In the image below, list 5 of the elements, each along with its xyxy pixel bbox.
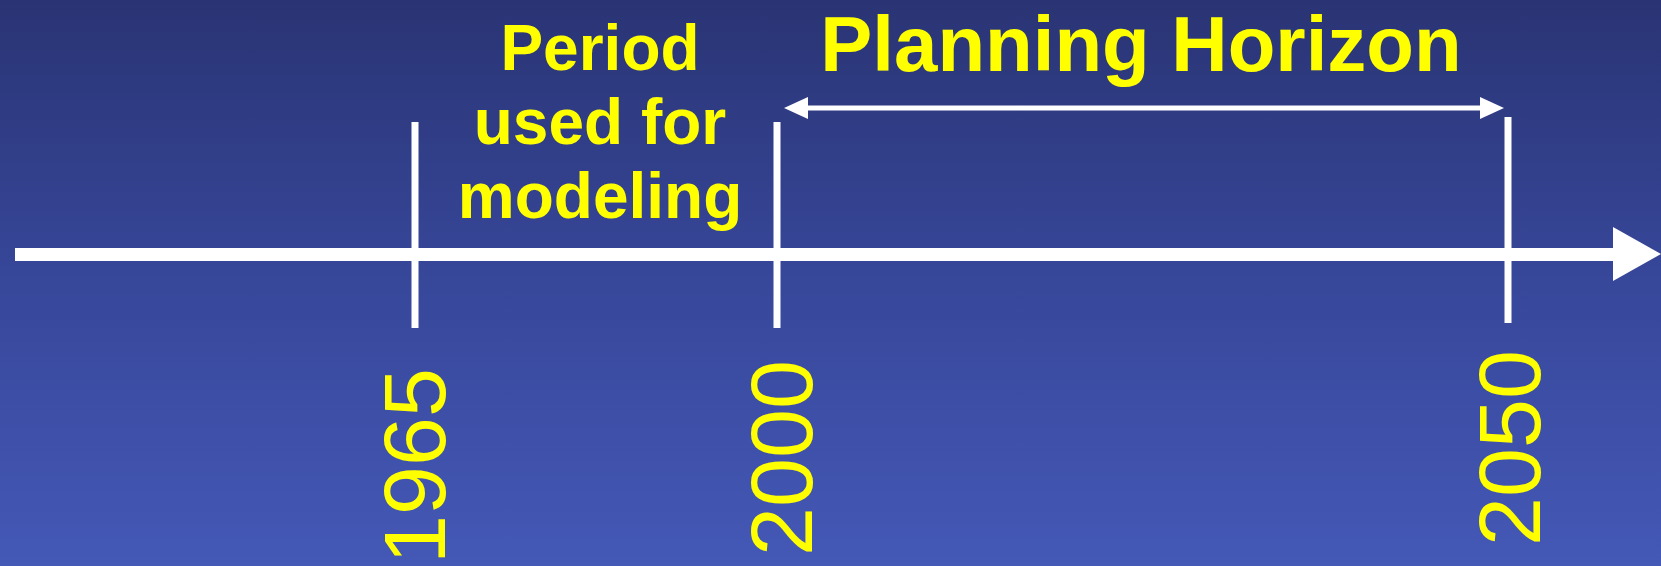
year-label: 1965: [371, 368, 459, 564]
horizon-label: Planning Horizon: [819, 2, 1463, 86]
year-label: 2050: [1466, 350, 1554, 546]
year-label: 2000: [738, 360, 826, 556]
period-label: Period used for modeling: [456, 11, 744, 233]
